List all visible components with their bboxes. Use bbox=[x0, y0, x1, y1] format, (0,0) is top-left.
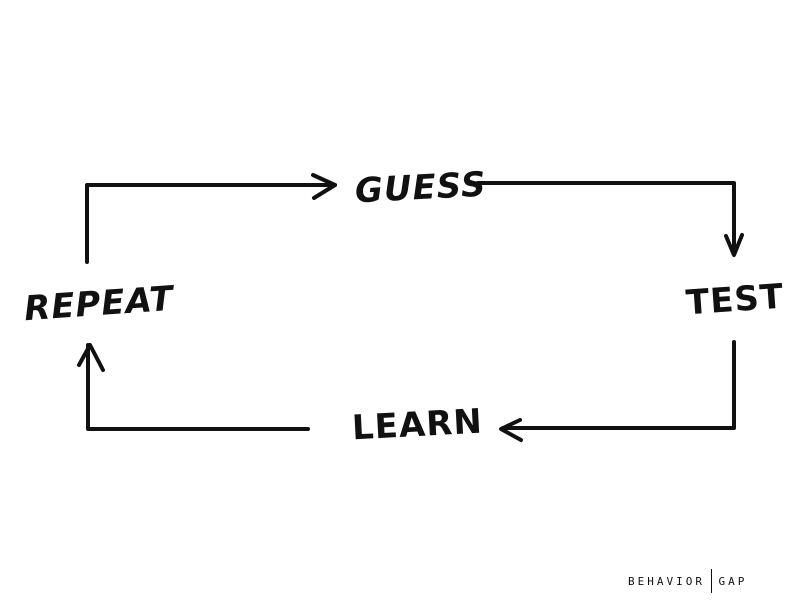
signature-divider bbox=[710, 569, 713, 593]
brand-signature: BEHAVIOR GAP bbox=[628, 569, 747, 593]
arrow-test-to-learn bbox=[501, 340, 736, 430]
arrowhead-down-icon bbox=[724, 233, 744, 257]
arrow-repeat-to-guess bbox=[85, 183, 337, 264]
node-learn: LEARN bbox=[351, 401, 484, 449]
arrowhead-right-icon bbox=[311, 173, 337, 200]
signature-left: BEHAVIOR bbox=[628, 574, 705, 588]
node-guess: GUESS bbox=[354, 164, 488, 212]
arrow-guess-to-test bbox=[476, 181, 736, 255]
arrow-learn-to-repeat bbox=[86, 343, 310, 431]
arrowhead-up-icon bbox=[77, 343, 105, 372]
node-test: TEST bbox=[684, 276, 786, 324]
signature-right: GAP bbox=[718, 574, 748, 588]
arrowhead-left-icon bbox=[499, 418, 523, 442]
